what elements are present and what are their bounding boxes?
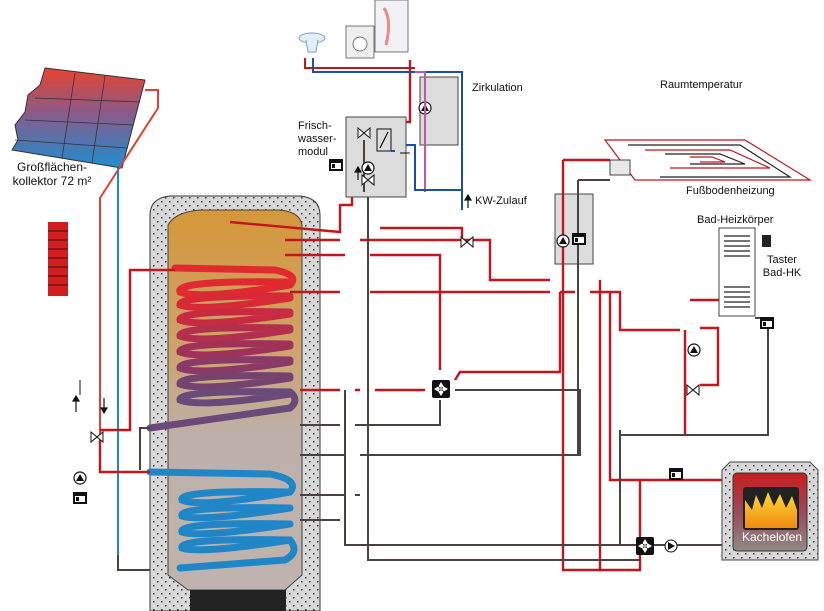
- circulation-label: Zirkulation: [472, 82, 523, 94]
- solar-pipes: [79, 89, 159, 555]
- fresh-water-module-label-line3: modul: [298, 146, 328, 158]
- floor-heating-loop: [603, 139, 813, 181]
- solar-collector: [11, 67, 146, 169]
- bath-button-label-line2: Bad-HK: [762, 267, 802, 279]
- circulation-module: [418, 76, 459, 146]
- heating-pump-group: [554, 193, 594, 265]
- bath-button-label-line1: Taster: [767, 254, 797, 266]
- valve-icon: [90, 431, 104, 443]
- brick-wall-icon: [48, 222, 68, 296]
- tiled-stove: [721, 461, 819, 561]
- mixing-valve-icon: [432, 380, 450, 398]
- tiled-stove-label: Kachelofen: [742, 530, 803, 544]
- controller-icon: [669, 468, 683, 480]
- collector-label-line2: kollektor 72 m²: [12, 174, 92, 188]
- collector-label: Großflächen- kollektor 72 m²: [2, 160, 102, 188]
- lower-coil: [146, 468, 298, 572]
- bath-button-icon[interactable]: [762, 235, 771, 247]
- washing-machine-icon: [345, 25, 375, 59]
- fresh-water-module-label: Frisch- wasser- modul: [298, 120, 337, 159]
- shower-icon: [374, 0, 409, 53]
- valve-icon: [460, 236, 474, 248]
- pump-icon: [664, 539, 678, 553]
- room-temperature-label: Raumtemperatur: [660, 79, 743, 91]
- wash-basin-icon: [298, 32, 326, 53]
- mixing-valve-icon: [636, 537, 654, 555]
- fresh-water-module: [345, 116, 410, 198]
- solar-coil: [146, 264, 299, 432]
- controller-icon: [73, 492, 87, 504]
- valve-icon: [686, 384, 700, 396]
- flow-arrows: [71, 165, 473, 415]
- bath-button-label: Taster Bad-HK: [760, 254, 804, 280]
- solar-pump-icon: [73, 471, 87, 485]
- bath-radiator-label: Bad-Heizkörper: [697, 214, 774, 226]
- bath-radiator: [718, 227, 756, 317]
- controller-icon: [329, 159, 343, 171]
- fresh-water-module-label-line1: Frisch-: [298, 120, 332, 132]
- cold-water-inlet-label: KW-Zulauf: [475, 195, 527, 207]
- collector-label-line1: Großflächen-: [16, 160, 88, 174]
- pump-icon: [687, 343, 701, 357]
- floor-heating-label: Fußbodenheizung: [686, 185, 775, 197]
- controller-icon: [760, 317, 774, 329]
- fresh-water-module-label-line2: wasser-: [298, 133, 337, 145]
